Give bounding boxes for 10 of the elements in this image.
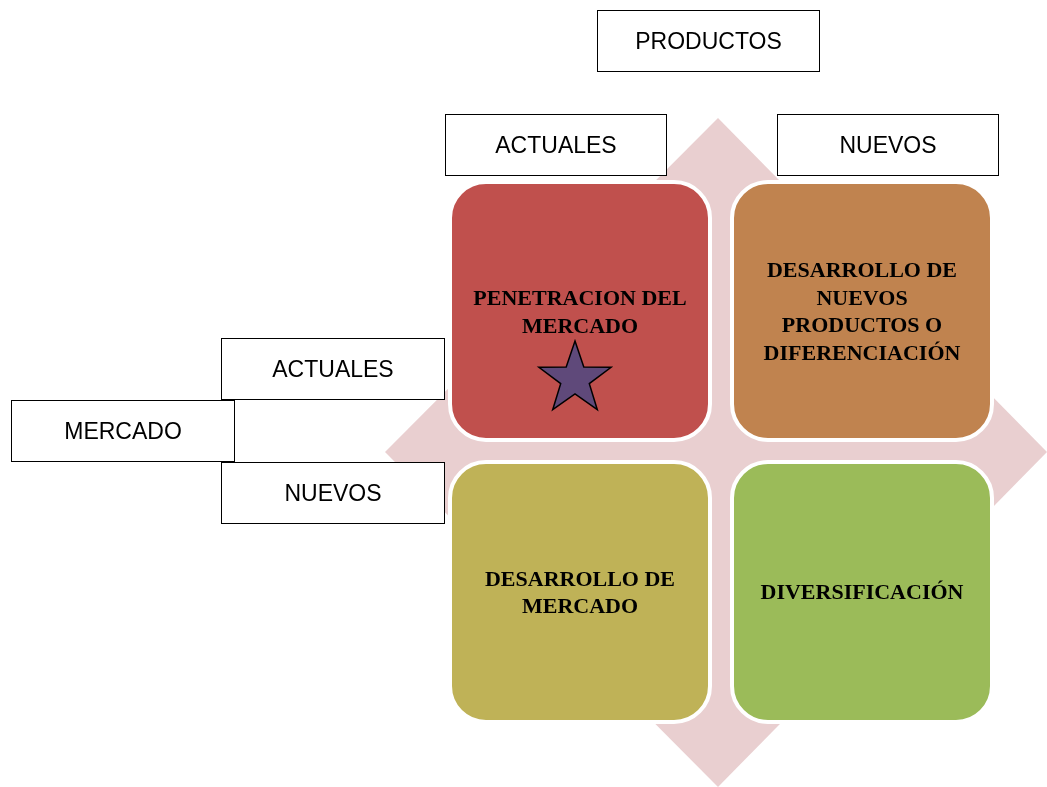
column-header: NUEVOS xyxy=(777,114,999,176)
row-axis-label: MERCADO xyxy=(11,400,235,462)
strategy-quadrant: DESARROLLO DE MERCADO xyxy=(448,460,712,724)
row-header: NUEVOS xyxy=(221,462,445,524)
row-header: ACTUALES xyxy=(221,338,445,400)
strategy-quadrant: DIVERSIFICACIÓN xyxy=(730,460,994,724)
column-header: ACTUALES xyxy=(445,114,667,176)
strategy-quadrant: DESARROLLO DE NUEVOS PRODUCTOS O DIFERENCIACIÓN xyxy=(730,180,994,442)
column-axis-label: PRODUCTOS xyxy=(597,10,820,72)
strategy-quadrant: PENETRACION DEL MERCADO xyxy=(448,180,712,442)
